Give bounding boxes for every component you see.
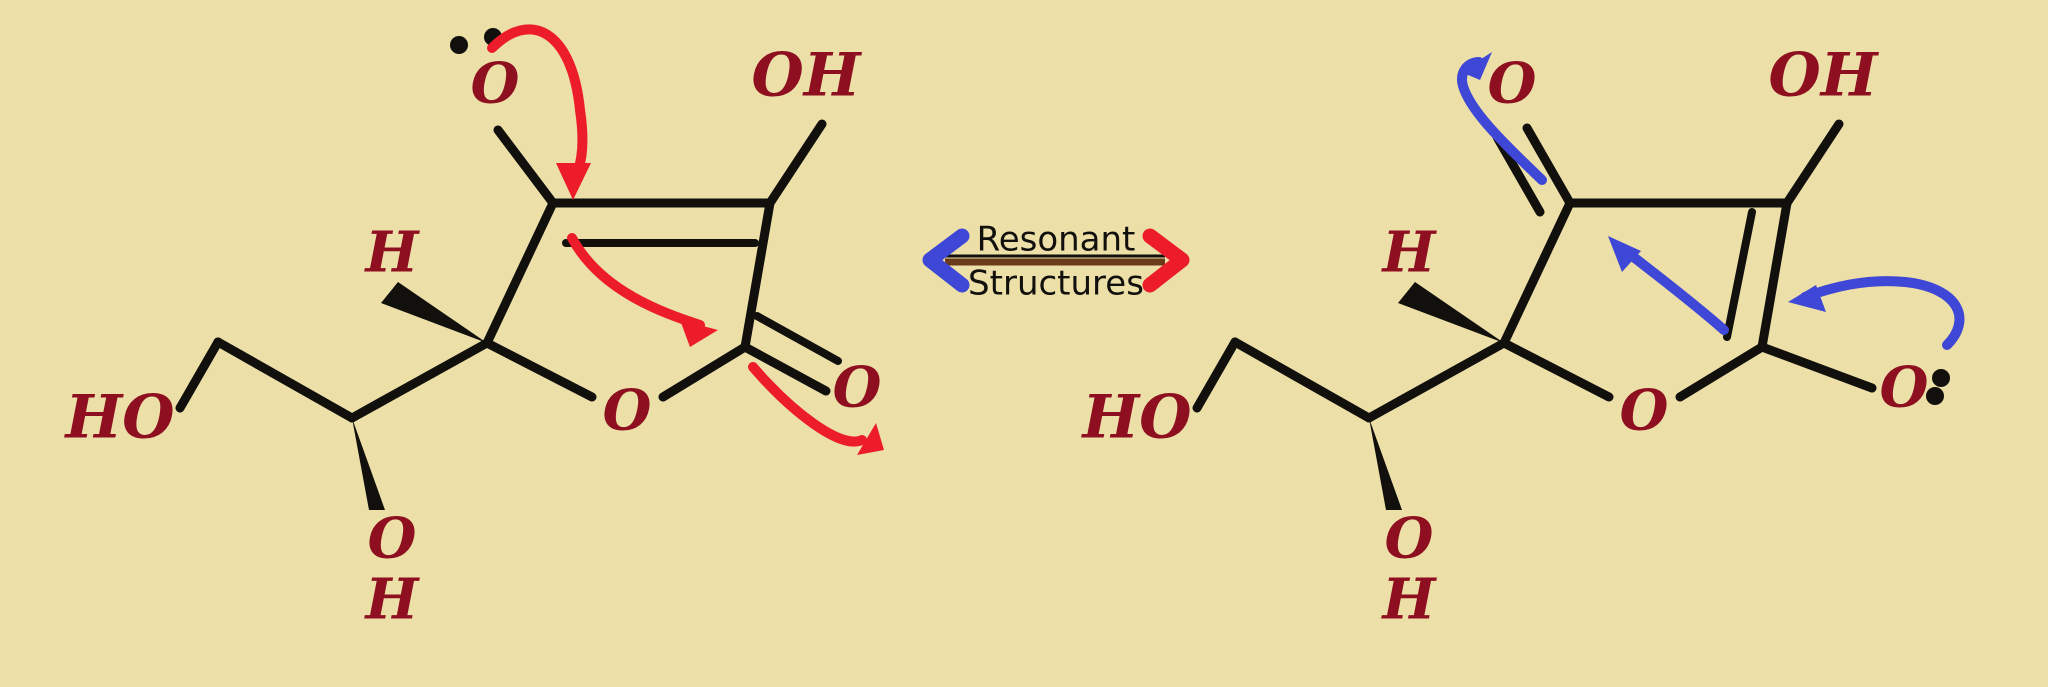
left-curly-arrow-3 <box>748 362 884 455</box>
left-bond-C2-C1 <box>740 198 775 352</box>
right-ring-oxygen-label: O <box>1620 378 1669 444</box>
left-hydroxyl-top-right-label: OH <box>752 41 863 111</box>
right-bond-C4-Oring <box>1499 338 1614 402</box>
left-curly-arrow-2 <box>567 233 718 347</box>
right-hydroxyl-top-right-label: OH <box>1769 41 1880 111</box>
right-secondary-hydroxyl-H-label: H <box>1381 567 1438 633</box>
resonance-label-line-1: Resonant <box>977 220 1136 260</box>
resonance-double-arrow <box>922 228 1190 293</box>
left-carbonyl-oxygen-label: O <box>833 355 882 421</box>
right-ketone-oxygen-label: O <box>1488 51 1537 117</box>
left-bond-C4-C5 <box>347 338 492 423</box>
left-bond-C3-C4 <box>482 198 558 348</box>
left-secondary-hydroxyl-H-label: H <box>364 567 421 633</box>
left-bond-C1-Ocarbonyl-b <box>753 312 842 365</box>
right-bond-C3-C4 <box>1499 198 1575 348</box>
left-primary-hydroxyl-label: HO <box>64 383 175 453</box>
left-ring-oxygen-label: O <box>603 378 652 444</box>
right-wedge-OH <box>1369 418 1402 510</box>
right-primary-hydroxyl-label: HO <box>1081 383 1192 453</box>
left-wedge-OH <box>352 418 385 510</box>
left-lone-pair-dot-1 <box>450 36 468 54</box>
right-stereo-hydrogen-label: H <box>1381 220 1438 286</box>
left-bond-Oring-C1 <box>658 342 750 402</box>
left-wedge-H <box>381 282 487 343</box>
left-stereo-hydrogen-label: H <box>364 220 421 286</box>
right-curly-arrow-1-head <box>1461 52 1492 80</box>
left-bond-C3-Oalkoxide <box>493 125 558 208</box>
right-bond-C4-C5 <box>1364 338 1509 423</box>
right-bond-C2-OH <box>1782 119 1844 208</box>
right-secondary-hydroxyl-O-label: O <box>1385 506 1434 572</box>
right-bond-C6-OH <box>1192 337 1240 413</box>
right-lone-pair-dot-1 <box>1932 369 1950 387</box>
right-ring-skeleton <box>1492 119 1877 402</box>
left-bond-C1-Ocarbonyl-a <box>740 342 831 396</box>
left-bond-C4-Oring <box>482 338 597 402</box>
resonance-arrow-head-left <box>922 228 970 293</box>
left-curly-arrow-3-head <box>857 423 884 455</box>
right-bond-C2-C1-a <box>1757 198 1792 352</box>
right-bond-Oring-C1 <box>1675 342 1767 402</box>
left-bond-C2-OH <box>765 119 827 208</box>
left-bond-C6-OH <box>175 337 223 413</box>
right-lone-pair-dots <box>1926 369 1950 405</box>
left-curly-arrow-2-head <box>680 320 718 347</box>
right-bond-C5-C6 <box>1230 337 1374 423</box>
right-curly-arrow-2 <box>1608 236 1729 335</box>
right-curly-arrow-1 <box>1457 52 1547 185</box>
left-side-chain <box>175 282 492 510</box>
right-alkoxide-oxygen-label: O <box>1880 355 1929 421</box>
right-bond-C2-C1-b <box>1723 208 1756 341</box>
right-wedge-H <box>1398 282 1504 343</box>
right-curly-arrow-3-head <box>1788 285 1826 312</box>
right-bond-C1-Oalkoxide <box>1757 342 1877 393</box>
left-curly-arrow-1 <box>487 24 591 200</box>
left-bond-C5-C6 <box>213 337 357 423</box>
left-ring-skeleton <box>482 119 842 402</box>
resonance-label-line-2: Structures <box>968 264 1144 304</box>
right-curly-arrow-2-head <box>1608 236 1641 272</box>
right-lone-pair-dot-2 <box>1926 387 1944 405</box>
right-side-chain <box>1192 282 1509 510</box>
resonance-arrow-head-right <box>1142 228 1190 293</box>
left-curly-arrow-1-head <box>556 163 591 200</box>
right-bond-C3-Oketone-a <box>1522 123 1575 208</box>
left-enolate-oxygen-label: O <box>471 51 520 117</box>
left-secondary-hydroxyl-O-label: O <box>368 506 417 572</box>
right-curly-arrow-3 <box>1788 276 1965 350</box>
